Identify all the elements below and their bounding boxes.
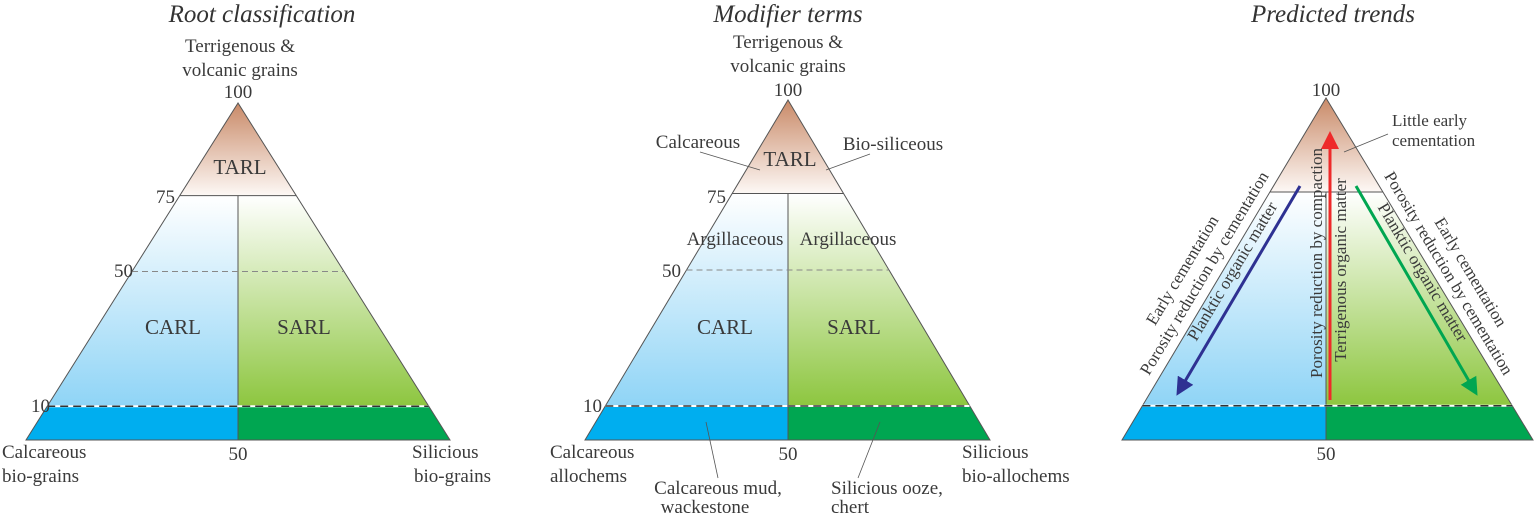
region-tarl-fill	[1269, 98, 1383, 193]
region-carl-fill	[605, 193, 788, 406]
triangle-modifier-terms	[584, 99, 991, 441]
tick-50: 50	[114, 261, 133, 282]
region-carl-fill	[47, 195, 239, 407]
modifier-calcareous-mud-line1: Calcareous mud,	[654, 478, 782, 499]
middle-trend-compaction: Porosity reduction by compaction	[1307, 148, 1326, 378]
middle-trend-terrigenous-om: Terrigenous organic matter	[1331, 178, 1350, 362]
region-sarl-fill	[1326, 192, 1513, 406]
left-corner-label-line2: bio-grains	[2, 466, 79, 487]
tick-base-50: 50	[1317, 444, 1336, 465]
right-corner-label-line1: Silicious	[412, 442, 479, 463]
region-sarl: SARL	[827, 315, 881, 339]
note-line1: Little early	[1392, 111, 1468, 130]
tick-10: 10	[583, 396, 602, 417]
panel-title: Root classification	[168, 1, 356, 28]
region-tarl: TARL	[763, 147, 816, 171]
left-corner-label-line1: Calcareous	[550, 442, 634, 463]
tick-100: 100	[774, 80, 803, 101]
region-tarl-fill	[732, 100, 844, 194]
tick-10: 10	[31, 396, 50, 417]
modifier-argillaceous-left: Argillaceous	[687, 229, 784, 250]
tick-base-50: 50	[229, 444, 248, 465]
modifier-calcareous: Calcareous	[656, 132, 740, 153]
modifier-silicious-ooze-line1: Silicious ooze,	[831, 478, 943, 499]
left-corner-label-line1: Calcareous	[2, 442, 86, 463]
modifier-argillaceous-right: Argillaceous	[800, 229, 897, 250]
silicious-band	[1326, 405, 1533, 440]
calcareous-band	[585, 406, 788, 440]
arrow-green-right	[1354, 185, 1478, 396]
tick-100: 100	[224, 82, 253, 103]
region-tarl-fill	[179, 103, 297, 196]
silicious-band	[238, 406, 450, 440]
region-sarl: SARL	[277, 315, 331, 339]
tick-50: 50	[662, 261, 681, 282]
panel-title: Modifier terms	[712, 1, 862, 28]
leader-lines	[699, 151, 881, 479]
tick-100: 100	[1312, 80, 1341, 101]
note-leader	[1343, 133, 1389, 153]
modifier-bio-siliceous: Bio-siliceous	[843, 134, 943, 155]
apex-label-line2: volcanic grains	[182, 60, 298, 81]
left-corner-label-line2: allochems	[550, 466, 627, 487]
right-corner-label-line2: bio-grains	[414, 466, 491, 487]
modifier-calcareous-mud-line2: wackestone	[661, 497, 750, 514]
apex-label-line1: Terrigenous &	[185, 36, 295, 57]
right-corner-label-line1: Silicious	[962, 442, 1029, 463]
triangle-outline	[1121, 97, 1534, 441]
note-line2: cementation	[1392, 131, 1476, 150]
panel-title: Predicted trends	[1250, 1, 1415, 28]
triangle-root-classification	[25, 102, 451, 441]
calcareous-band	[1122, 405, 1326, 440]
apex-label-line2: volcanic grains	[730, 56, 846, 77]
tick-75: 75	[707, 187, 726, 208]
right-corner-label-line2: bio-allochems	[962, 466, 1070, 487]
region-sarl-fill	[238, 195, 429, 407]
region-carl: CARL	[697, 315, 753, 339]
region-tarl: TARL	[213, 155, 266, 179]
arrow-blue-left	[1176, 185, 1302, 396]
region-sarl-fill	[788, 193, 970, 406]
modifier-silicious-ooze-line2: chert	[831, 497, 870, 514]
silicious-band	[788, 406, 990, 440]
region-carl: CARL	[145, 315, 201, 339]
calcareous-band	[26, 406, 238, 440]
apex-label-line1: Terrigenous &	[733, 32, 843, 53]
tick-75: 75	[156, 187, 175, 208]
tick-base-50: 50	[779, 444, 798, 465]
